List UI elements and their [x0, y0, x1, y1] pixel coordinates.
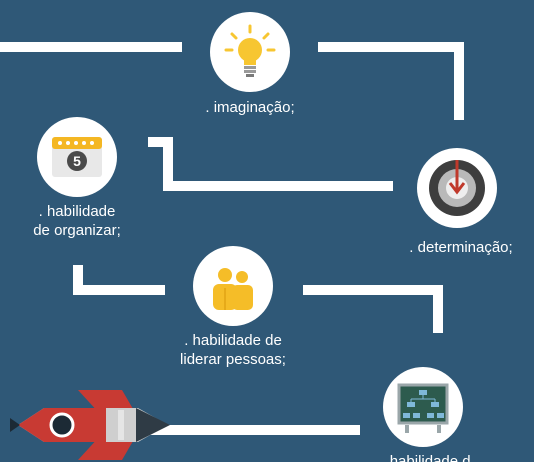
rocket-icon	[10, 390, 170, 460]
path-segment-top-right	[318, 42, 464, 52]
flowchart-icon	[397, 383, 449, 433]
item-label-determinacao: . determinação;	[409, 239, 513, 256]
path-segment-lower-left-up	[73, 265, 83, 295]
path-segment-mid-horizontal	[163, 181, 393, 191]
path-segment-lower-right-down	[433, 285, 443, 333]
path-segment-top-left	[0, 42, 182, 52]
people-icon	[213, 268, 253, 310]
flowchart-node	[383, 367, 463, 447]
calendar-node: 5	[37, 117, 117, 197]
path-segment-mid-left-down	[163, 137, 173, 191]
people-node	[193, 246, 273, 326]
lightbulb-icon	[224, 24, 276, 77]
path-segment-lower-left	[73, 285, 165, 295]
target-icon	[429, 160, 485, 216]
lightbulb-node	[210, 12, 290, 92]
calendar-icon: 5	[52, 137, 102, 177]
item-label-liderar: . habilidade de liderar pessoas;	[180, 332, 286, 368]
item-label-partial: . habilidade d	[381, 453, 471, 462]
path-segment-bottom	[150, 425, 360, 435]
item-label-imaginacao: . imaginação;	[205, 99, 295, 116]
path-segment-right-down	[454, 42, 464, 120]
path-segment-lower-right	[303, 285, 443, 295]
item-label-organizar: . habilidade de organizar;	[33, 203, 121, 239]
path-segment-mid-left-stub	[148, 137, 173, 147]
target-node	[417, 148, 497, 228]
calendar-number: 5	[73, 153, 81, 169]
